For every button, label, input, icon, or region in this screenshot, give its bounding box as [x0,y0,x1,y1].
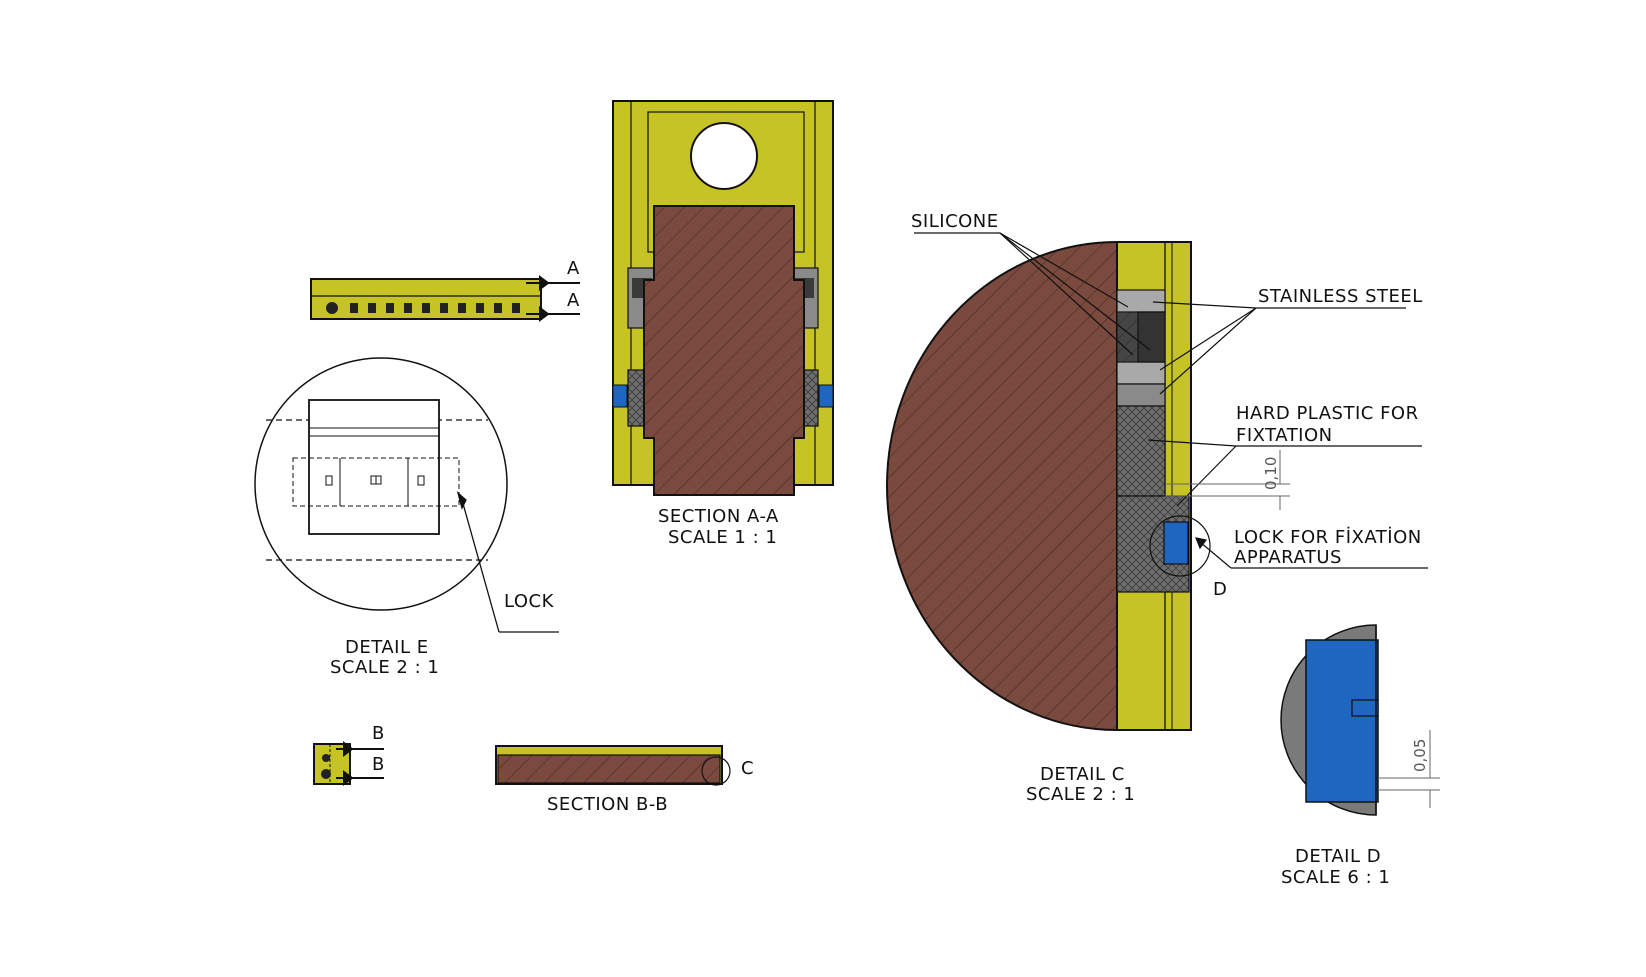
dim-005 [1378,730,1440,808]
stainless-leaders [1152,301,1406,395]
callout-lock-fixation-line1: LOCK FOR FİXATİON [1234,527,1422,548]
callout-hard-plastic-line2: FIXTATION [1236,425,1333,446]
section-marker-b-top: B [372,723,385,744]
callout-hard-plastic-line1: HARD PLASTIC FOR [1236,403,1419,424]
detail-c-scale: SCALE 2 : 1 [1026,784,1135,805]
section-marker-a-bottom: A [567,290,580,311]
dim-010 [1165,450,1290,510]
section-bb-title: SECTION B-B [547,794,668,815]
lock-leader-e [456,491,559,633]
lock-fix-leader [1195,537,1428,569]
section-aa-title: SECTION A-A [658,506,779,527]
section-line-a [526,275,580,322]
section-aa: SECTION A-A SCALE 1 : 1 [612,100,834,548]
detail-marker-d: D [1213,579,1227,600]
detail-d-title: DETAIL D [1295,846,1381,867]
top-view-holes [326,302,520,314]
detail-c-title: DETAIL C [1040,764,1125,785]
section-bb: C SECTION B-B [495,745,754,815]
detail-e-scale: SCALE 2 : 1 [330,657,439,678]
callout-lock-fixation-line2: APPARATUS [1234,547,1342,568]
top-view: A A [310,258,580,322]
detail-d: 0,05 DETAIL D SCALE 6 : 1 [1280,624,1440,888]
section-marker-a-top: A [567,258,580,279]
dim-010-label: 0,10 [1262,457,1280,490]
silicone-leaders [914,232,1151,356]
callout-stainless-steel: STAINLESS STEEL [1258,286,1423,307]
detail-e: LOCK DETAIL E SCALE 2 : 1 [254,357,559,678]
callout-silicone: SILICONE [911,211,999,232]
detail-d-scale: SCALE 6 : 1 [1281,867,1390,888]
dim-005-label: 0,05 [1411,739,1429,772]
detail-c: D SILICONE STAINLESS STEEL HARD PLASTIC … [886,211,1428,805]
detail-e-title: DETAIL E [345,637,429,658]
section-marker-b-bottom: B [372,754,385,775]
side-view-b: B B [313,723,385,786]
detail-marker-c: C [741,758,754,779]
callout-lock: LOCK [504,591,555,612]
section-aa-scale: SCALE 1 : 1 [668,527,777,548]
